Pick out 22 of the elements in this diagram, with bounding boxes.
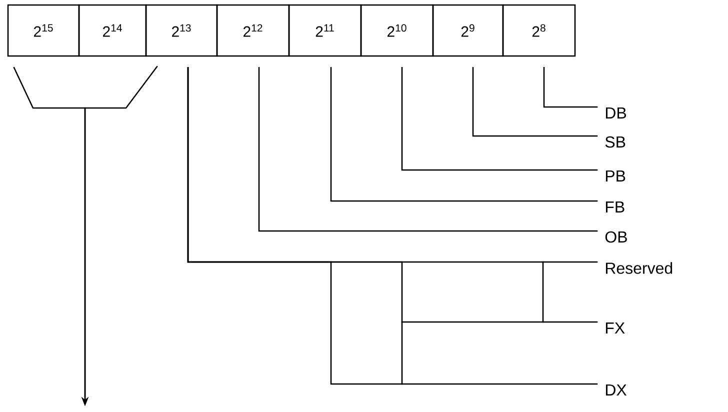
connector-line xyxy=(472,67,598,137)
bit-cell: 2$^{15}$ xyxy=(7,4,80,57)
field-label: Reserved xyxy=(606,262,672,274)
connector-line xyxy=(187,67,598,385)
connector-line xyxy=(543,67,598,108)
field-label: SB xyxy=(605,136,626,148)
bit-cell: 2$^{11}$ xyxy=(288,4,362,57)
bit-cell: 2$^{10}$ xyxy=(360,4,434,57)
field-label: FB xyxy=(606,201,624,212)
connector-line xyxy=(401,67,598,171)
field-label: FX xyxy=(606,322,625,334)
field-label: PB xyxy=(606,170,626,182)
bit-cell: 2$^{8}$ xyxy=(502,4,576,57)
bit-cell: 2$^{13}$ xyxy=(145,4,218,57)
connector-line xyxy=(258,67,598,232)
field-label: DB xyxy=(606,107,626,118)
bit-cell: 2$^{12}$ xyxy=(216,4,290,57)
field-label: OB xyxy=(605,231,627,243)
field-label: DX xyxy=(606,384,627,396)
bit-cell: 2$^{9}$ xyxy=(432,4,504,57)
connector-line xyxy=(330,67,598,202)
bit-cell: 2$^{14}$ xyxy=(78,4,147,57)
